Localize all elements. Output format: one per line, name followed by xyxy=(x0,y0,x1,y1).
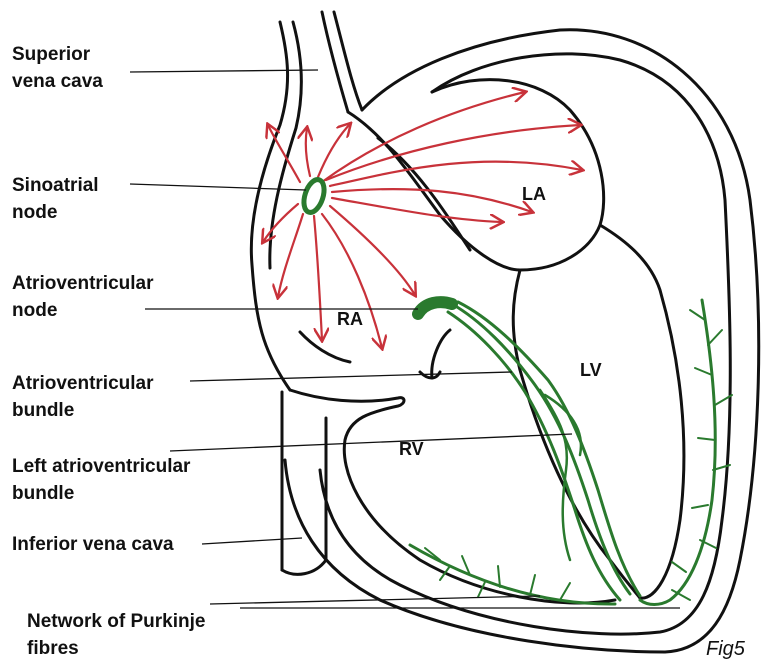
svc-right-wall xyxy=(322,12,348,112)
impulse-arrow xyxy=(326,125,580,180)
svc-right-wall-inner xyxy=(334,12,362,110)
impulse-arrow xyxy=(318,124,350,177)
purkinje-branch xyxy=(672,562,686,572)
impulse-arrow xyxy=(322,92,525,182)
label-line: node xyxy=(12,297,153,324)
label-inferior-vena-cava: Inferior vena cava xyxy=(12,531,174,558)
chamber-label-la: LA xyxy=(522,184,546,205)
label-line: bundle xyxy=(12,397,153,424)
purkinje-branch xyxy=(560,583,570,600)
purkinje-branch xyxy=(530,575,535,595)
label-line: Atrioventricular xyxy=(12,370,153,397)
label-line: Inferior vena cava xyxy=(12,531,174,558)
impulse-arrow xyxy=(332,198,502,222)
av-bundle-strand xyxy=(458,302,640,596)
impulse-arrow xyxy=(314,216,322,340)
av-bundle-strand xyxy=(540,390,570,560)
chamber-label-rv: RV xyxy=(399,439,424,460)
label-line: fibres xyxy=(27,635,205,662)
label-line: Superior xyxy=(12,41,103,68)
av-bundle-strand xyxy=(448,312,620,600)
ivc-bottom xyxy=(282,560,326,574)
label-network-of-purkinje-fibres: Network of Purkinje fibres xyxy=(27,608,205,662)
purkinje-branch xyxy=(695,368,712,375)
conduction-system xyxy=(300,177,732,604)
impulse-arrow xyxy=(330,206,415,295)
right-atrium-floor xyxy=(300,332,350,362)
label-line: bundle xyxy=(12,480,190,507)
label-left-atrioventricular-bundle: Left atrioventricular bundle xyxy=(12,453,190,507)
svc-left-wall xyxy=(251,22,290,390)
purkinje-branch xyxy=(478,582,485,597)
figure-caption: Fig5 xyxy=(706,638,745,661)
label-line: Sinoatrial xyxy=(12,172,99,199)
outer-heart-border xyxy=(285,30,759,652)
left-ventricle-wall xyxy=(600,225,684,598)
leader-superior-vena-cava xyxy=(130,70,318,72)
sinoatrial-node-shape xyxy=(300,177,328,215)
label-line: node xyxy=(12,199,99,226)
left-atrium-wall xyxy=(348,80,604,270)
heart-outline xyxy=(251,12,758,652)
label-sinoatrial-node: Sinoatrial node xyxy=(12,172,99,226)
purkinje-branch xyxy=(698,438,715,440)
leader-left-atrioventricular-bundle xyxy=(170,434,572,451)
label-line: Atrioventricular xyxy=(12,270,153,297)
label-atrioventricular-node: Atrioventricular node xyxy=(12,270,153,324)
impulse-arrow xyxy=(306,128,310,176)
impulse-arrow xyxy=(278,214,303,297)
chamber-label-ra: RA xyxy=(337,309,363,330)
label-atrioventricular-bundle: Atrioventricular bundle xyxy=(12,370,153,424)
label-line: Left atrioventricular xyxy=(12,453,190,480)
purkinje-branch xyxy=(708,330,722,345)
label-superior-vena-cava: Superior vena cava xyxy=(12,41,103,95)
purkinje-branch xyxy=(692,505,708,508)
label-line: Network of Purkinje xyxy=(27,608,205,635)
impulse-arrow xyxy=(263,204,298,242)
leader-inferior-vena-cava xyxy=(202,538,302,544)
label-line: vena cava xyxy=(12,68,103,95)
leader-atrioventricular-bundle xyxy=(190,372,512,381)
chamber-label-lv: LV xyxy=(580,360,602,381)
purkinje-branch xyxy=(640,300,715,605)
